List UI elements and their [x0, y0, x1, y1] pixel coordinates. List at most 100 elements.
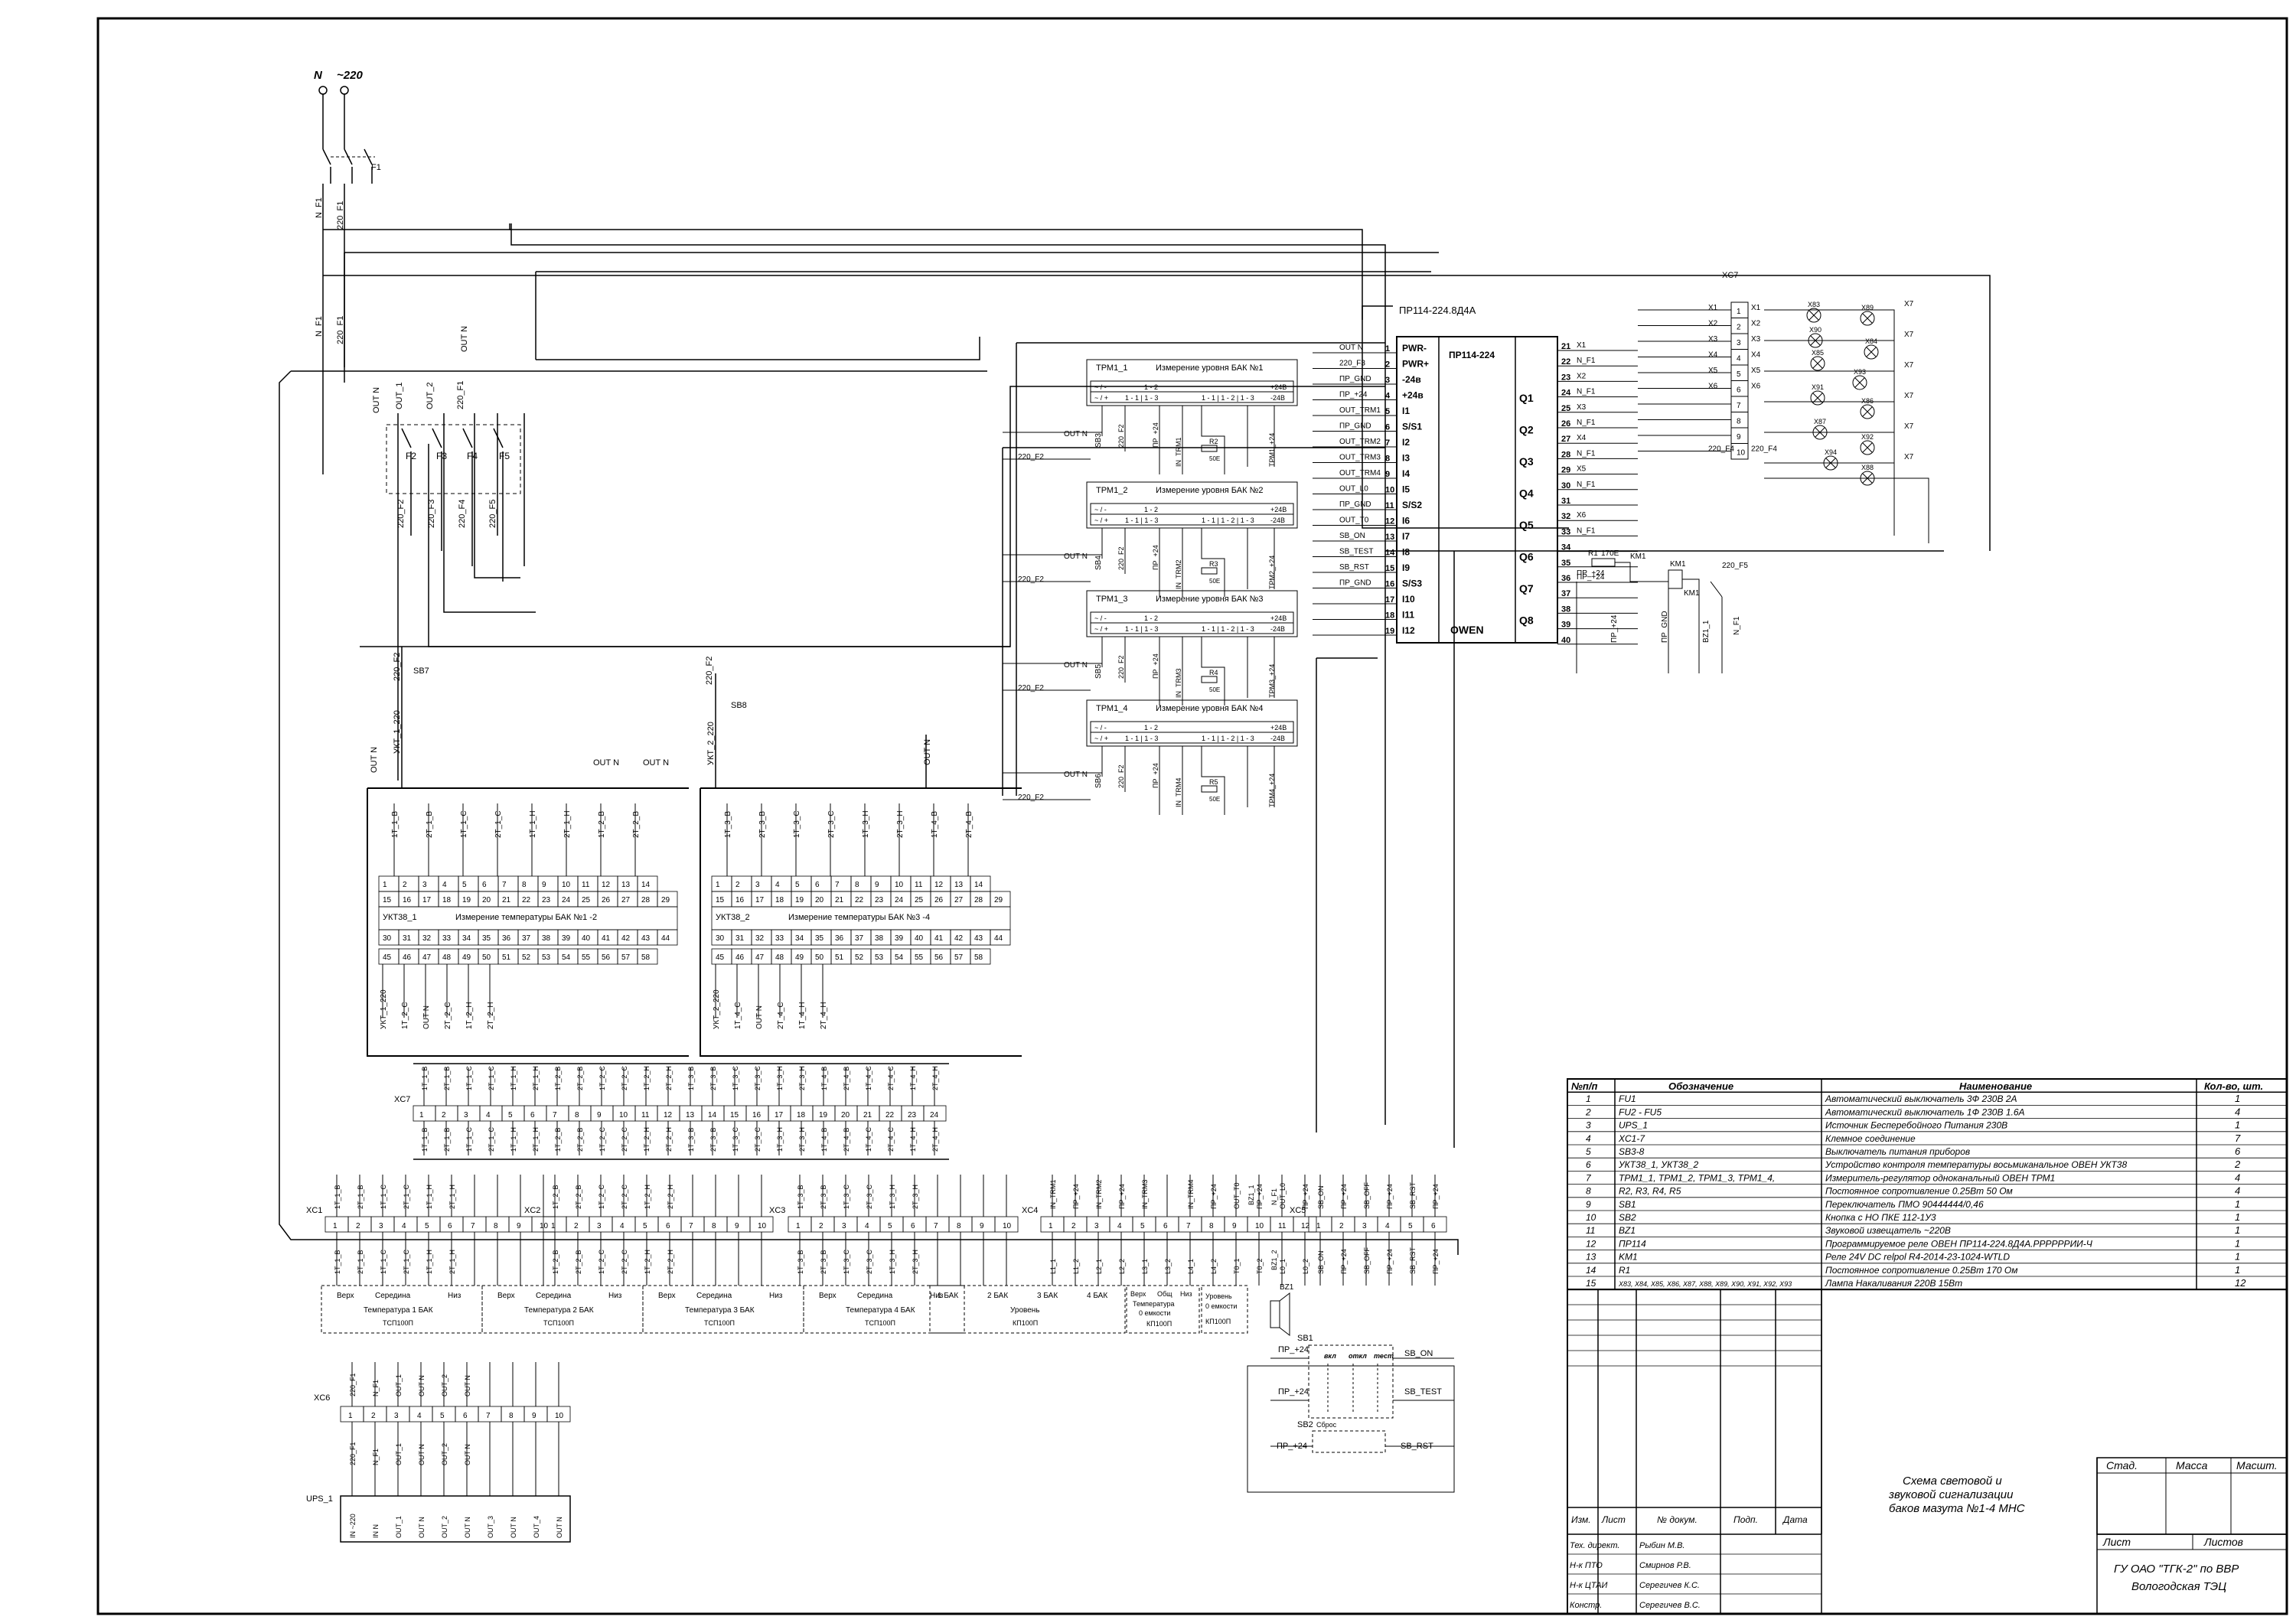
stamp-masht: Масшт.: [2236, 1459, 2278, 1471]
trm-ohm: 50E: [1209, 796, 1220, 803]
plc-rlabel-3: N_F1: [1577, 388, 1596, 396]
plc-pin-0: PWR-: [1402, 343, 1427, 354]
xc3-num-0: 1: [796, 1222, 801, 1230]
ukt-pin: 1: [716, 881, 720, 889]
xc7b-top-1: 2T_1_B: [443, 1066, 451, 1090]
xc7b-top-3: 2T_1_C: [488, 1065, 495, 1090]
ukt-pin: 35: [482, 934, 491, 943]
wire-ukt2-220: УКТ_2_220: [706, 722, 716, 765]
bom-cell-qty: 6: [2235, 1146, 2241, 1157]
xc2-top-1: 2T_2_B: [575, 1185, 582, 1209]
xc2-bot-1: 2T_2_B: [575, 1250, 582, 1274]
ukt-pin: 35: [815, 934, 824, 943]
sensor-top: Верх: [819, 1292, 837, 1300]
trm-r1: 1 - 2: [1144, 506, 1158, 513]
xc4-top-11: ПР_+24: [1302, 1184, 1309, 1209]
xc4-top-7: ПР_+24: [1210, 1184, 1218, 1209]
trm-r1: 1 - 2: [1144, 383, 1158, 391]
lamp-cross: [1862, 442, 1873, 453]
ukt-pin: 22: [522, 896, 531, 904]
xc7b-cell: [479, 1105, 503, 1122]
plc-pin-15: S/S3: [1402, 578, 1422, 589]
xc4-top-0: IN_TRM1: [1049, 1179, 1057, 1209]
lamp-label: X83: [1808, 301, 1820, 308]
xc2-num-1: 2: [574, 1222, 579, 1230]
ukt-pin: 43: [974, 934, 983, 943]
xc3-top-1: 2T_3_B: [820, 1185, 827, 1209]
ukt-cell: [751, 875, 772, 892]
wire-outn-d: OUT N: [923, 739, 932, 765]
bom-header-3: Кол-во, шт.: [2204, 1080, 2263, 1092]
ukt-top-label: 1T_1_B: [391, 811, 400, 838]
xc7-left-1: X2: [1708, 320, 1718, 328]
xc7b-top-19: 2T_4_B: [843, 1066, 850, 1090]
ukt-bot-label: 1T_4_C: [734, 1002, 742, 1029]
xc1-num-5: 6: [448, 1222, 452, 1230]
ukt-bot-label: 2T_4_C: [777, 1002, 785, 1029]
level-bak-0: 1 БАК: [938, 1292, 958, 1300]
plc-output-3: Q4: [1519, 487, 1534, 500]
xc7b-num-4: 5: [508, 1111, 513, 1119]
sensor-title: Температура 4 БАК: [846, 1306, 915, 1315]
trm-resistor: [1201, 445, 1218, 452]
ukt-pin: 5: [462, 881, 467, 889]
trm-pm: ~ / -: [1094, 614, 1107, 622]
xc3-bot-4: 1T_3_H: [889, 1250, 896, 1274]
xc3-num-2: 3: [842, 1222, 846, 1230]
ukt-pin: 25: [915, 896, 924, 904]
xc4-bot-8: T0_1: [1233, 1258, 1241, 1274]
stamp-col-4: Дата: [1782, 1514, 1808, 1525]
xc2-num-3: 4: [620, 1222, 625, 1230]
xc2-title: XC2: [524, 1206, 540, 1215]
xc4-num-11: 12: [1301, 1222, 1310, 1230]
ukt-pin: 15: [383, 896, 392, 904]
xc2-top-2: 1T_2_C: [598, 1184, 605, 1209]
l0-title: Уровень: [1205, 1292, 1232, 1300]
r1-pr-vert: ПР_+24: [1610, 614, 1619, 643]
plc-rlabel-15: ПР_+24: [1577, 573, 1605, 582]
lamp-circle: [1864, 344, 1879, 360]
ukt-pin: 51: [502, 953, 511, 962]
ups-pin-4: OUT_2: [441, 1516, 448, 1538]
trm-sb: SB6: [1094, 774, 1103, 788]
plc-pin-7: I3: [1402, 453, 1410, 464]
xc7b-num-22: 23: [908, 1111, 917, 1119]
ukt-cell: [418, 875, 439, 892]
ukt-pin: 40: [915, 934, 924, 943]
sensor-model: ТСП100П: [704, 1319, 735, 1327]
xc6-num-2: 3: [394, 1412, 399, 1420]
plc-pin-num-8: 9: [1385, 470, 1390, 479]
bom-cell-num: 8: [1586, 1186, 1591, 1197]
ups-pin-6: OUT_3: [487, 1516, 494, 1538]
fuse-f5: F5: [499, 451, 510, 461]
bz-top-1: N_F1: [1270, 1188, 1278, 1205]
plc-rnum-17: 38: [1561, 605, 1570, 614]
r1-pr: ПР_+24: [1577, 569, 1605, 578]
wire-outn-b: OUT N: [593, 758, 619, 768]
lamp-circle: [1806, 308, 1821, 323]
ukt-pin: 53: [542, 953, 551, 962]
ukt-cell: [637, 948, 658, 965]
lamp-X83: X83: [1806, 301, 1821, 323]
xc6-top-1: N_F1: [372, 1380, 380, 1396]
trm-pp: ~ / +: [1094, 735, 1108, 742]
ukt-bot-label: 2T_2_H: [487, 1002, 495, 1029]
xc7-num-3: 4: [1737, 355, 1741, 363]
sb1-on: SB_ON: [1404, 1349, 1433, 1358]
xc2-bot-0: 1T_2_B: [552, 1250, 559, 1274]
ukt-bot-label: 1T_2_C: [401, 1002, 409, 1029]
xc1-num-7: 8: [494, 1222, 498, 1230]
plc-wire-label-14: SB_RST: [1339, 563, 1369, 572]
xc4-num-0: 1: [1049, 1222, 1053, 1230]
sb7-label: SB7: [413, 666, 429, 676]
lamp-cross: [1854, 377, 1865, 388]
trm-w220: 220_F2: [1018, 794, 1044, 802]
bom-cell-qty: 1: [2235, 1198, 2240, 1210]
t0-model: КП100П: [1146, 1320, 1172, 1328]
xc1-bot-0: 1T_1_B: [334, 1250, 341, 1274]
xc3-num-1: 2: [819, 1222, 823, 1230]
ukt-pin: 42: [954, 934, 964, 943]
ukt-pin: 54: [895, 953, 904, 962]
l-f1-top: 220_F1: [336, 201, 345, 230]
xc4-num-7: 8: [1209, 1222, 1214, 1230]
